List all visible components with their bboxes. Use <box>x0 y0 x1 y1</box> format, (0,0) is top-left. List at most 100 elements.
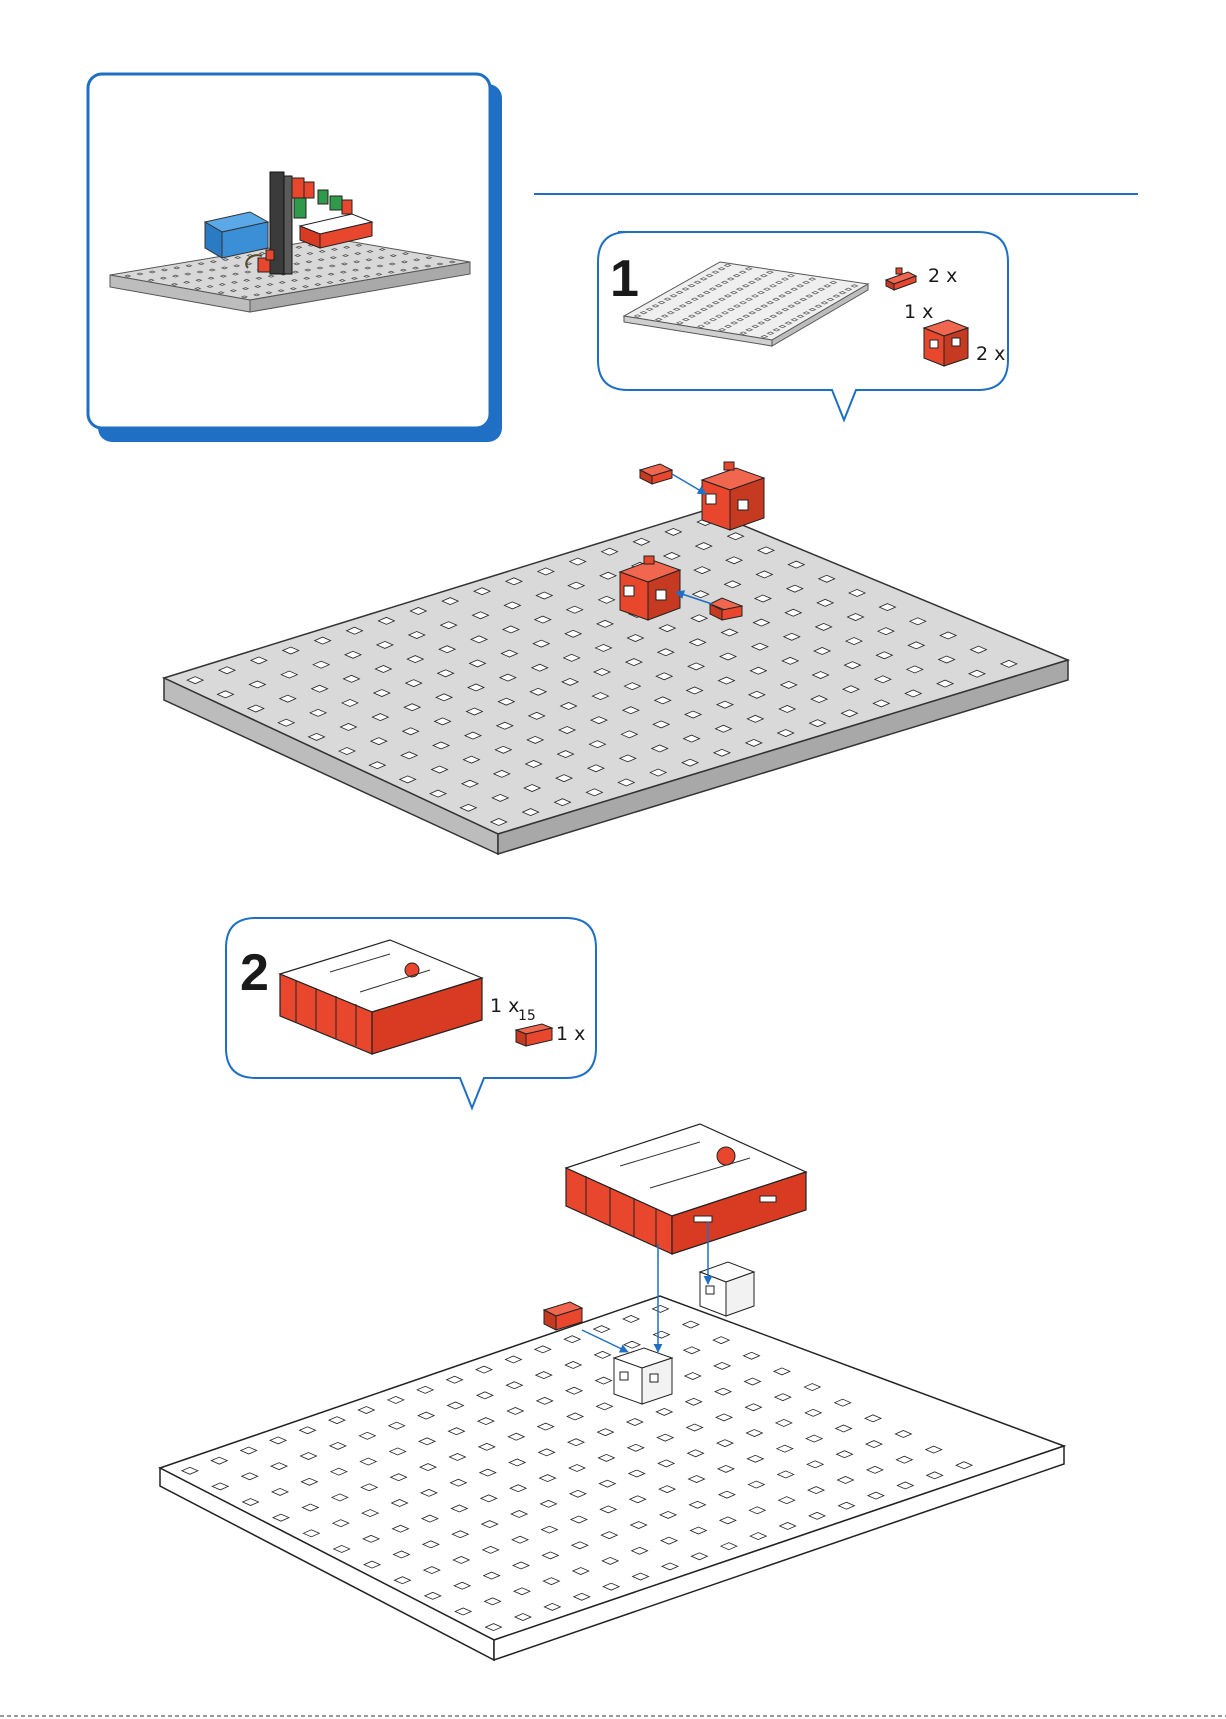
plate-hole <box>220 283 225 285</box>
plate-hole <box>138 273 143 275</box>
plate-hole <box>401 269 406 271</box>
plate-hole <box>295 255 300 257</box>
plate-hole <box>150 271 155 273</box>
plate-hole <box>173 275 178 277</box>
plate-hole <box>235 257 240 259</box>
plate-hole <box>378 265 383 267</box>
plate-hole <box>184 281 189 283</box>
plate-hole <box>222 267 227 269</box>
plate-hole <box>344 246 349 248</box>
plate-hole <box>244 279 249 281</box>
plate-hole <box>365 267 370 269</box>
assembly-arrow-top <box>672 474 706 494</box>
plate-hole <box>426 257 431 259</box>
step1-assembly <box>164 462 1068 854</box>
plate-hole <box>318 267 323 269</box>
plate-hole <box>195 288 200 290</box>
plate-hole <box>364 275 369 277</box>
plate-hole <box>172 283 177 285</box>
step1-block-qty: 2 x <box>976 343 1005 365</box>
plate-hole <box>380 248 385 250</box>
plate-hole <box>186 265 191 267</box>
plate-hole <box>296 246 301 248</box>
plate-hole <box>269 275 274 277</box>
plate-hole <box>209 277 214 279</box>
step1-connector-qty: 2 x <box>928 265 957 287</box>
controller-box <box>566 1124 806 1254</box>
plate-hole <box>162 269 167 271</box>
plate-hole <box>256 277 261 279</box>
plate-hole <box>315 284 320 286</box>
plate-hole <box>291 288 296 290</box>
plate-hole <box>268 284 273 286</box>
plate-hole <box>376 273 381 275</box>
step2-connector-qty: 1 x <box>556 1023 585 1045</box>
step2-assembly <box>160 1124 1064 1660</box>
plate-hole <box>368 251 373 253</box>
plate-hole <box>185 273 190 275</box>
plate-hole <box>438 263 443 265</box>
plate-hole <box>232 281 237 283</box>
plate-hole <box>149 279 154 281</box>
plate-hole <box>292 279 297 281</box>
step1-number: 1 <box>610 250 639 308</box>
plate-hole <box>414 259 419 261</box>
plate-hole <box>402 261 407 263</box>
plate-hole <box>328 282 333 284</box>
plate-hole <box>316 275 321 277</box>
plate-hole <box>390 263 395 265</box>
plate-hole <box>293 271 298 273</box>
plate-hole <box>319 259 324 261</box>
plate-hole <box>174 267 179 269</box>
connector-top <box>640 464 672 484</box>
plate-hole <box>366 259 371 261</box>
plate-hole <box>303 286 308 288</box>
plate-hole <box>403 253 408 255</box>
plate-hole <box>210 269 215 271</box>
plate-hole <box>306 261 311 263</box>
plate-hole <box>425 265 430 267</box>
step1-parts-callout: 1 2 x 1 x 2 x <box>598 232 1008 420</box>
model-preview-card <box>88 74 502 442</box>
plate-hole <box>342 263 347 265</box>
plate-hole <box>243 288 248 290</box>
plate-hole <box>280 281 285 283</box>
plate-hole <box>233 273 238 275</box>
plate-hole <box>254 294 259 296</box>
plate-hole <box>330 265 335 267</box>
plate-hole <box>234 265 239 267</box>
step2-parts-callout: 2 1 x 15 1 x <box>226 918 596 1108</box>
plate-hole <box>245 271 250 273</box>
plate-hole <box>356 244 361 246</box>
plate-hole <box>242 296 247 298</box>
plate-hole <box>352 277 357 279</box>
plate-hole <box>340 279 345 281</box>
building-block-top <box>702 462 764 530</box>
plate-hole <box>355 253 360 255</box>
plate-hole <box>329 273 334 275</box>
plate-hole <box>391 255 396 257</box>
plate-hole <box>223 259 228 261</box>
plate-hole <box>320 250 325 252</box>
plate-hole <box>331 257 336 259</box>
plate-hole <box>354 261 359 263</box>
plate-hole <box>308 253 313 255</box>
plate-hole <box>125 275 130 277</box>
plate-hole <box>353 269 358 271</box>
step1-plate-qty: 1 x <box>904 301 933 323</box>
plate-hole <box>219 292 224 294</box>
plate-hole <box>266 292 271 294</box>
white-block-left <box>614 1348 672 1404</box>
plate-hole <box>199 263 204 265</box>
plate-hole <box>161 277 166 279</box>
plate-hole <box>332 248 337 250</box>
plate-hole <box>211 261 216 263</box>
plate-hole <box>450 261 455 263</box>
plate-hole <box>413 267 418 269</box>
plate-hole <box>231 290 236 292</box>
plate-hole <box>341 271 346 273</box>
plate-hole <box>260 252 265 254</box>
plate-hole <box>279 290 284 292</box>
step2-box-qty: 1 x <box>490 995 519 1017</box>
